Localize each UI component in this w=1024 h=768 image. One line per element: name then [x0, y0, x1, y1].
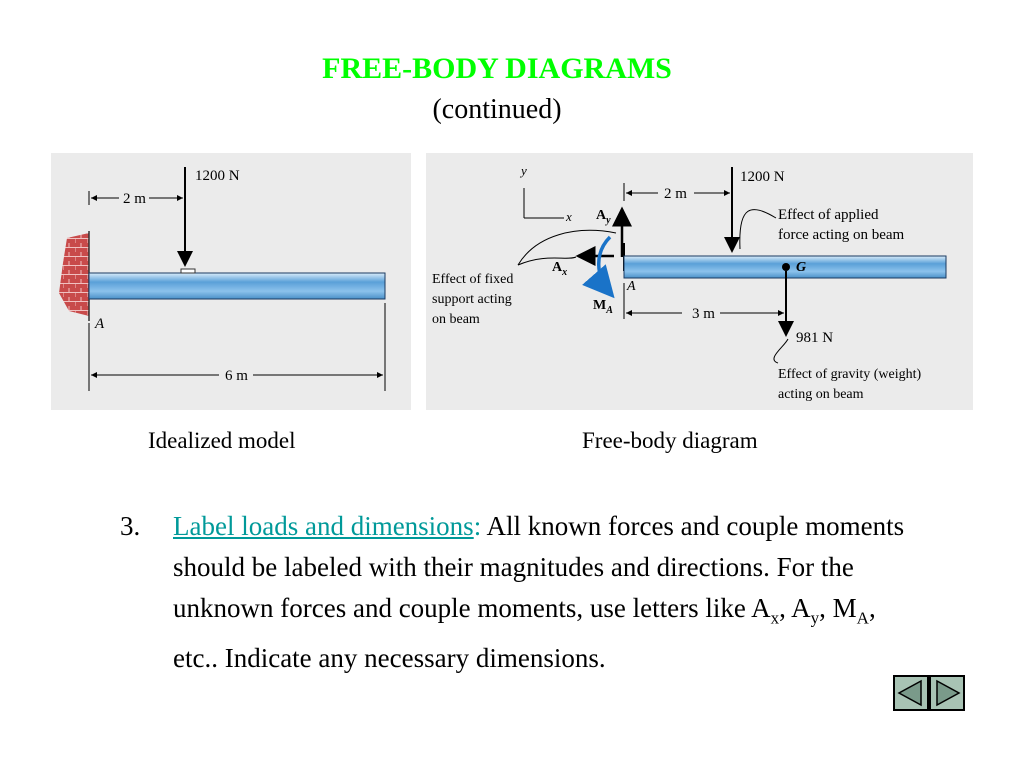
triangle-left-icon [897, 679, 922, 707]
caption-idealized-model: Idealized model [148, 428, 296, 453]
svg-text:G: G [796, 260, 806, 275]
triangle-right-icon [936, 679, 961, 707]
dim-bottom-label: 6 m [225, 368, 248, 384]
svg-text:Effect of applied: Effect of applied [778, 207, 879, 223]
point-a-label: A [94, 316, 105, 332]
svg-text:y: y [519, 163, 527, 178]
svg-text:acting on beam: acting on beam [778, 387, 864, 402]
svg-text:support acting: support acting [432, 292, 512, 307]
force-label: 1200 N [195, 168, 240, 184]
next-slide-button[interactable] [931, 677, 963, 709]
svg-text:Effect of gravity (weight): Effect of gravity (weight) [778, 367, 922, 382]
beam [88, 272, 386, 300]
dim-top-label: 2 m [123, 191, 146, 207]
svg-text:3 m: 3 m [692, 306, 715, 322]
svg-text:981 N: 981 N [796, 330, 833, 346]
svg-text:MA: MA [593, 298, 613, 316]
svg-text:x: x [565, 209, 572, 224]
label-loads-link[interactable]: Label loads and dimensions [173, 511, 474, 541]
svg-text:Ax: Ax [552, 260, 567, 278]
svg-text:force acting on beam: force acting on beam [778, 227, 905, 243]
bullet-number: 3. [120, 511, 141, 541]
free-body-diagram-figure: y x 1200 N 2 m Effect of applied force a… [426, 153, 973, 410]
svg-text:1200 N: 1200 N [740, 169, 785, 185]
svg-text:Ay: Ay [596, 208, 611, 226]
svg-text:A: A [626, 279, 636, 294]
svg-text:Effect of fixed: Effect of fixed [432, 272, 513, 287]
idealized-model-figure: 1200 N 2 m 6 m A [51, 153, 411, 410]
bullet-text: Label loads and dimensions: All known fo… [173, 511, 905, 674]
slide-title: FREE-BODY DIAGRAMS [322, 52, 672, 85]
svg-text:2 m: 2 m [664, 186, 687, 202]
moment-arrow [582, 235, 615, 299]
prev-slide-button[interactable] [895, 677, 927, 709]
slide-subtitle: (continued) [432, 94, 562, 125]
fixed-wall [59, 233, 89, 316]
svg-text:on beam: on beam [432, 312, 480, 327]
slide-navigation [893, 675, 965, 711]
caption-free-body-diagram: Free-body diagram [582, 428, 758, 453]
